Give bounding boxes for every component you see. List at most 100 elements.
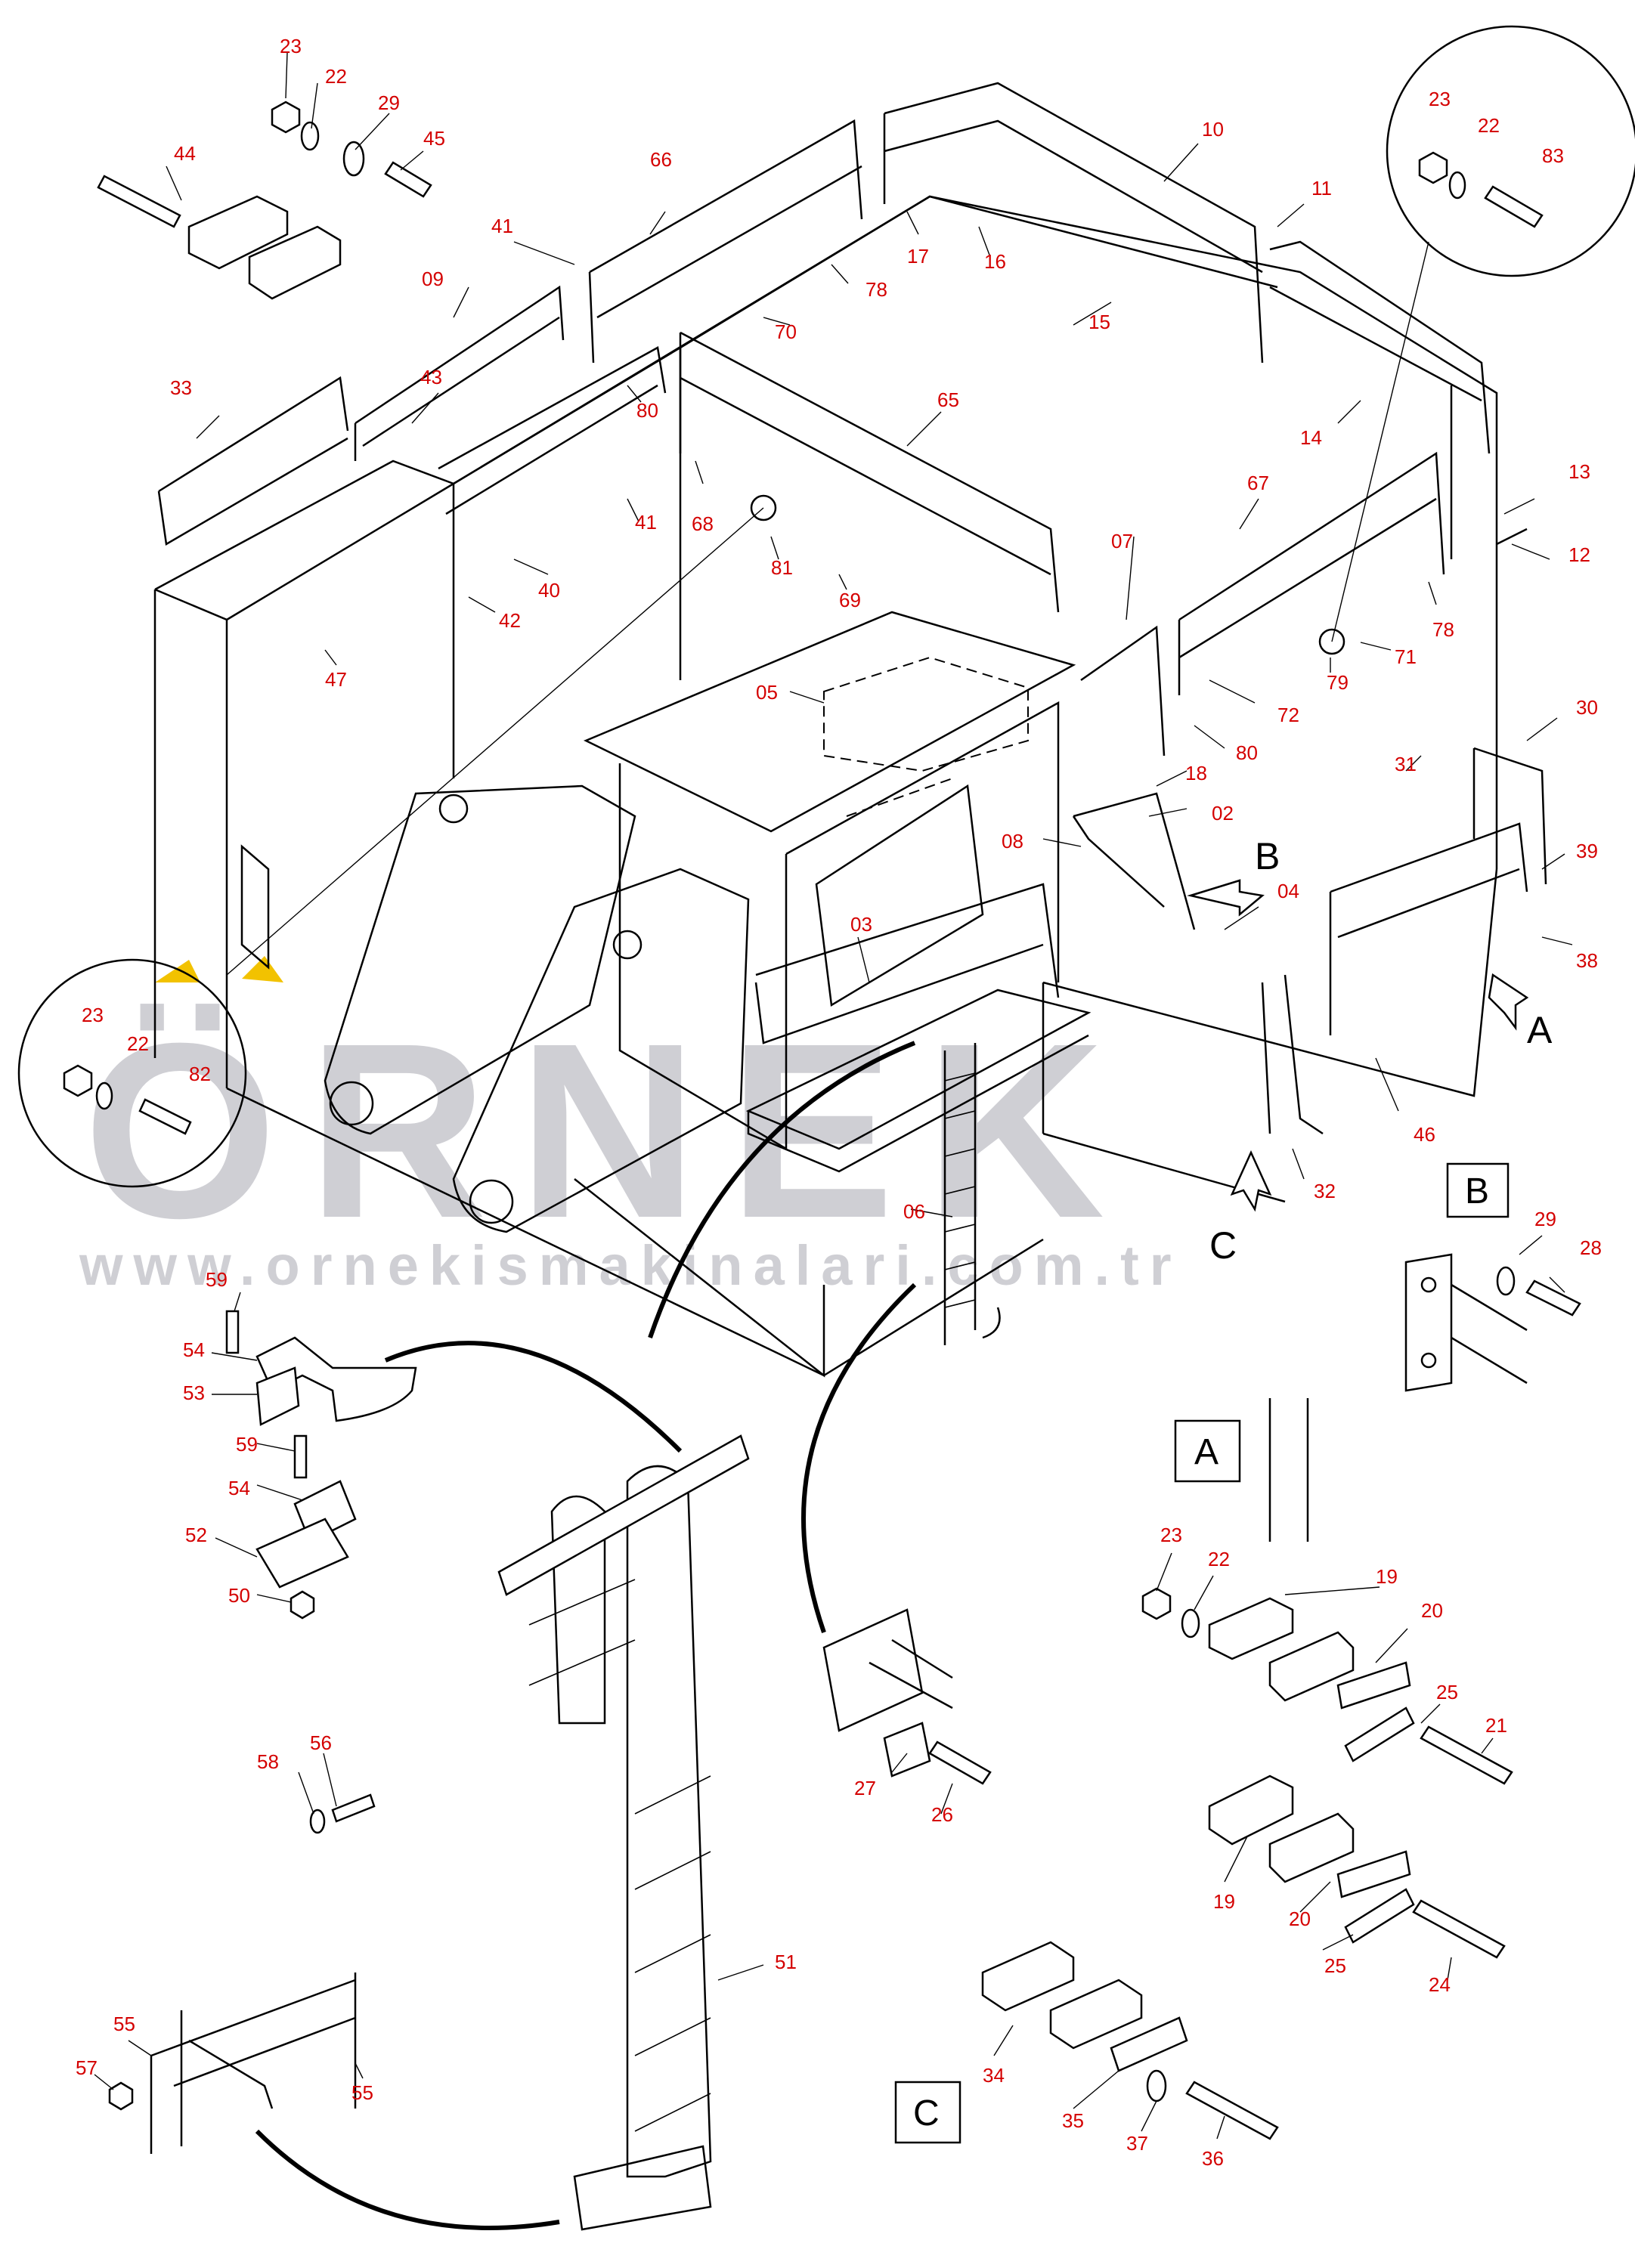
detail-b-pin — [1404, 1253, 1581, 1392]
rail-30 — [1472, 747, 1547, 885]
label-p05: 05 — [756, 681, 778, 704]
label-p20b: 20 — [1289, 1908, 1311, 1930]
label-p83: 83 — [1542, 144, 1564, 167]
bracket-25b — [1344, 1888, 1415, 1944]
side-bracket-detail — [108, 1793, 376, 2154]
deck-outline — [453, 195, 1528, 869]
label-p11: 11 — [1311, 177, 1332, 200]
label-p68: 68 — [692, 512, 714, 535]
label-p46: 46 — [1414, 1123, 1435, 1146]
washer-icon — [1496, 1266, 1516, 1296]
detail-arc-4 — [255, 2129, 560, 2230]
detail-box-b-label: B — [1465, 1171, 1489, 1211]
label-p23b: 23 — [1429, 88, 1451, 110]
detail-leaders — [226, 241, 1429, 976]
label-p59b: 59 — [236, 1433, 258, 1456]
label-p80a: 80 — [636, 399, 658, 422]
block-53 — [255, 1366, 300, 1426]
label-p22c: 22 — [127, 1032, 149, 1055]
rail-32 — [1261, 974, 1324, 1135]
label-p20a: 20 — [1421, 1599, 1443, 1622]
view-arrow-b — [1187, 879, 1265, 917]
boom-pin-top-right — [612, 930, 643, 960]
bolt-icon-24 — [1412, 1899, 1506, 1959]
rail-66 — [588, 119, 863, 364]
rail-07 — [1080, 625, 1166, 757]
label-p40: 40 — [538, 579, 560, 602]
label-p04: 04 — [1277, 880, 1299, 902]
bolt-icon-36 — [1185, 2081, 1279, 2140]
detail-circle-top-right — [1386, 25, 1635, 277]
label-p72: 72 — [1277, 704, 1299, 726]
label-p80b: 80 — [1236, 741, 1258, 764]
ladder-mount-details — [225, 1310, 417, 1620]
washer-icon-37 — [1146, 2069, 1167, 2102]
label-p57: 57 — [76, 2056, 98, 2079]
bushing-27 — [883, 1722, 931, 1778]
tube — [497, 1434, 750, 1596]
label-p33: 33 — [170, 376, 192, 399]
detail-a-clamps — [1141, 1398, 1513, 1959]
washer-icon — [300, 121, 320, 151]
label-p22b: 22 — [1478, 114, 1500, 137]
label-p55b: 55 — [351, 2081, 373, 2104]
label-leaders — [94, 52, 1573, 2140]
label-p56: 56 — [310, 1731, 332, 1754]
nut-icon — [1141, 1587, 1172, 1620]
washer-icon — [1181, 1608, 1200, 1638]
label-p50: 50 — [228, 1584, 250, 1607]
screw-59b — [293, 1434, 308, 1479]
clamp-top-left — [97, 101, 432, 300]
label-p29b: 29 — [1534, 1208, 1556, 1230]
bolt-icon — [138, 1098, 192, 1135]
clamp-19b-lower — [1268, 1812, 1355, 1883]
label-p07: 07 — [1111, 530, 1133, 552]
label-p10: 10 — [1202, 118, 1224, 141]
plate-20 — [1336, 1661, 1411, 1710]
handrails — [157, 82, 1547, 1135]
plate-52 — [255, 1518, 349, 1589]
label-p65: 65 — [937, 388, 959, 411]
label-p66: 66 — [650, 148, 672, 171]
clamp-half-upper — [187, 195, 289, 270]
label-p29a: 29 — [378, 91, 400, 114]
detail-c-clamps — [981, 1941, 1279, 2140]
label-p59a: 59 — [206, 1268, 228, 1291]
label-p27: 27 — [854, 1777, 876, 1799]
cab-roof — [583, 611, 1076, 833]
rail-31 — [1329, 822, 1528, 1035]
label-p23d: 23 — [1160, 1524, 1182, 1546]
clamp-half-lower — [248, 225, 342, 300]
watermark-brand: ÖRNEK — [83, 991, 1135, 1270]
bolt-icon-26 — [928, 1740, 992, 1785]
label-p53: 53 — [183, 1382, 205, 1404]
label-p03: 03 — [850, 913, 872, 936]
label-p78b: 78 — [1432, 618, 1454, 641]
label-p37: 37 — [1126, 2132, 1148, 2155]
rail-11-14 — [1269, 240, 1491, 559]
rail-03 — [754, 883, 1060, 1044]
label-p36: 36 — [1202, 2147, 1224, 2170]
label-p51: 51 — [775, 1951, 797, 1973]
label-p71: 71 — [1395, 645, 1417, 668]
part-labels: 23 22 29 45 44 66 10 11 41 17 16 78 09 7… — [76, 35, 1602, 2170]
watermark: ÖRNEK www.ornekismakinalari.com.tr — [79, 956, 1172, 1297]
base-frame — [226, 1087, 1044, 1378]
hook-bracket-54 — [255, 1336, 417, 1422]
nut-icon — [290, 1590, 315, 1620]
detail-arc-3 — [801, 1283, 917, 1633]
screw-59a — [225, 1310, 240, 1354]
nut-icon — [271, 101, 301, 134]
label-p67: 67 — [1247, 472, 1269, 494]
label-p02: 02 — [1212, 802, 1234, 825]
label-p31: 31 — [1395, 753, 1417, 775]
label-p45: 45 — [423, 127, 445, 150]
boom-pin-left — [329, 1081, 374, 1126]
clamp-34-lower — [1049, 1979, 1143, 2050]
ladder-51-detail — [497, 1434, 750, 2231]
label-p54a: 54 — [183, 1338, 205, 1361]
label-p35: 35 — [1062, 2109, 1084, 2132]
label-p17: 17 — [907, 245, 929, 268]
bolt-icon — [1484, 185, 1544, 228]
label-p14: 14 — [1300, 426, 1322, 449]
